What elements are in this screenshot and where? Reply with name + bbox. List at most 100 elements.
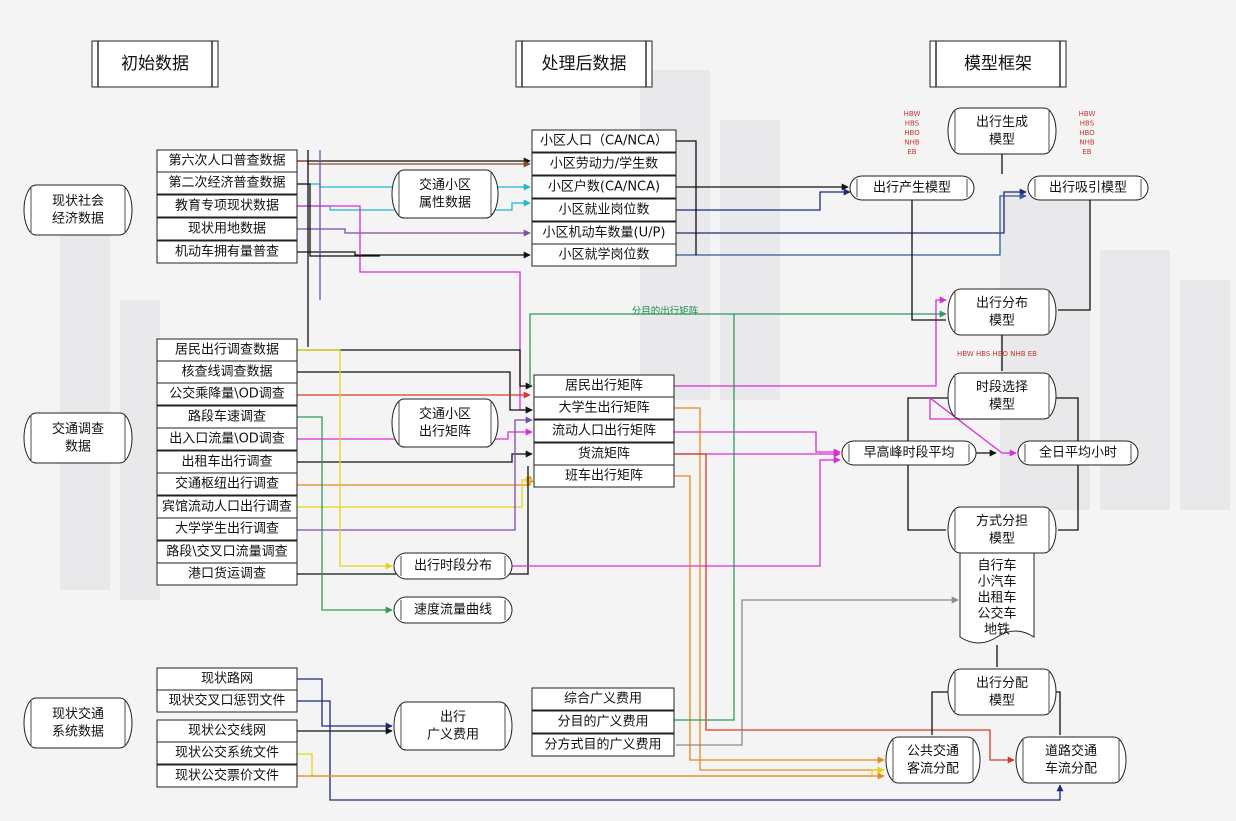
node-label-line-2: 出行矩阵 xyxy=(419,424,471,439)
data-box xyxy=(531,175,677,199)
node-box xyxy=(947,288,1057,336)
node-s3: 公交乘降量\OD调查 xyxy=(156,382,298,406)
data-box xyxy=(156,171,298,195)
node-label-line-2: 系统数据 xyxy=(52,724,104,739)
node-n2: 现状交叉口惩罚文件 xyxy=(156,689,298,713)
node-box xyxy=(393,552,513,580)
node-label-line-1: 出行分布 xyxy=(976,296,1028,311)
connector-gray xyxy=(676,596,959,746)
node-label: 出行时段分布 xyxy=(414,559,492,574)
mode-list-box xyxy=(959,552,1035,644)
data-label: 小区机动车数量(U/P) xyxy=(543,225,666,241)
connector-yellow xyxy=(297,476,533,508)
data-box xyxy=(531,243,677,267)
node-m-time-dist: 出行时段分布 xyxy=(393,552,513,580)
node-s11: 港口货运调查 xyxy=(156,562,298,586)
connector-magenta xyxy=(674,431,841,456)
data-label: 流动人口出行矩阵 xyxy=(552,424,656,439)
node-box xyxy=(23,412,133,464)
data-label: 现状用地数据 xyxy=(188,222,266,237)
node-label-line-1: 现状社会 xyxy=(52,193,104,209)
node-p4: 小区就业岗位数 xyxy=(531,198,677,222)
data-label: 核查线调查数据 xyxy=(181,365,272,380)
data-label: 分方式目的广义费用 xyxy=(544,737,661,753)
node-s9: 大学学生出行调查 xyxy=(156,517,298,541)
node-k-attr: 出行吸引模型 xyxy=(1027,175,1149,201)
connector-black xyxy=(297,450,533,463)
header-box xyxy=(91,40,219,88)
data-label: 出入口流量\OD调查 xyxy=(169,432,285,447)
node-label-line-2: 模型 xyxy=(989,531,1015,546)
node-s10: 路段\交叉口流量调查 xyxy=(156,540,298,564)
node-s4: 路段车速调查 xyxy=(156,405,298,429)
connector-navy xyxy=(297,678,393,730)
data-label: 机动车拥有量普查 xyxy=(175,244,279,260)
connector-navy xyxy=(676,188,851,211)
data-box xyxy=(156,427,298,451)
node-label-line-1: 出行 xyxy=(440,710,466,725)
node-label-line-2: 模型 xyxy=(989,397,1015,412)
node-c3: 分方式目的广义费用 xyxy=(531,733,675,757)
purpose-tag-left: HBW xyxy=(904,110,921,118)
data-label: 小区就学岗位数 xyxy=(558,247,649,263)
node-box xyxy=(947,372,1057,420)
node-h-processed: 处理后数据 xyxy=(515,40,653,88)
purpose-tag-right: HBW xyxy=(1079,110,1096,118)
data-box xyxy=(156,240,298,264)
connector-purple xyxy=(297,228,531,237)
data-box xyxy=(533,396,675,420)
data-label: 班车出行矩阵 xyxy=(565,468,643,484)
data-box xyxy=(531,198,677,222)
connector-black xyxy=(297,183,380,257)
connector-magenta xyxy=(929,396,1017,457)
node-k-peak: 早高峰时段平均 xyxy=(841,440,977,466)
data-box xyxy=(533,464,675,488)
connector-orange xyxy=(674,407,885,774)
header-label: 处理后数据 xyxy=(542,54,627,74)
node-label-line-2: 模型 xyxy=(989,693,1015,708)
node-label-line-1: 公共交通 xyxy=(907,743,959,759)
data-label: 第二次经济普查数据 xyxy=(168,175,285,191)
node-c2: 分目的广义费用 xyxy=(531,710,675,734)
data-label: 港口货运调查 xyxy=(188,566,266,582)
header-box xyxy=(515,40,653,88)
node-q1: 居民出行矩阵 xyxy=(533,374,675,398)
connector-black xyxy=(297,251,531,259)
connector-black xyxy=(1056,691,1061,735)
purpose-tag-row: HBW HBS HBO NHB EB xyxy=(957,350,1037,358)
node-box xyxy=(849,175,975,201)
purpose-tag-right: NHB xyxy=(1079,139,1095,147)
node-n4: 现状公交系统文件 xyxy=(156,741,298,765)
background-skyline xyxy=(60,70,1230,600)
header-label: 模型框架 xyxy=(964,54,1032,74)
node-r1: 第六次人口普查数据 xyxy=(156,149,298,173)
node-p6: 小区就学岗位数 xyxy=(531,243,677,267)
connector-black xyxy=(297,349,533,390)
mode-item: 出租车 xyxy=(977,590,1016,606)
node-box xyxy=(947,668,1057,716)
node-label-line-1: 出行分配 xyxy=(976,676,1028,691)
data-box xyxy=(531,710,675,734)
node-s6: 出租车出行调查 xyxy=(156,450,298,474)
data-label: 出租车出行调查 xyxy=(181,454,272,470)
data-label: 教育专项现状数据 xyxy=(175,198,279,214)
connector-red xyxy=(674,453,1015,764)
node-box xyxy=(1015,736,1127,784)
data-label: 小区劳动力/学生数 xyxy=(550,156,658,172)
connector-magenta xyxy=(297,205,533,414)
node-label-line-2: 经济数据 xyxy=(52,211,104,226)
data-box xyxy=(531,152,677,176)
node-box xyxy=(391,169,499,219)
node-p1: 小区人口（CA/NCA） xyxy=(531,129,677,153)
node-p3: 小区户数(CA/NCA) xyxy=(531,175,677,199)
data-label: 大学生出行矩阵 xyxy=(558,400,649,416)
node-label-line-1: 时段选择 xyxy=(976,380,1028,395)
purpose-tag-left: HBS xyxy=(905,120,920,128)
node-box xyxy=(393,596,513,624)
